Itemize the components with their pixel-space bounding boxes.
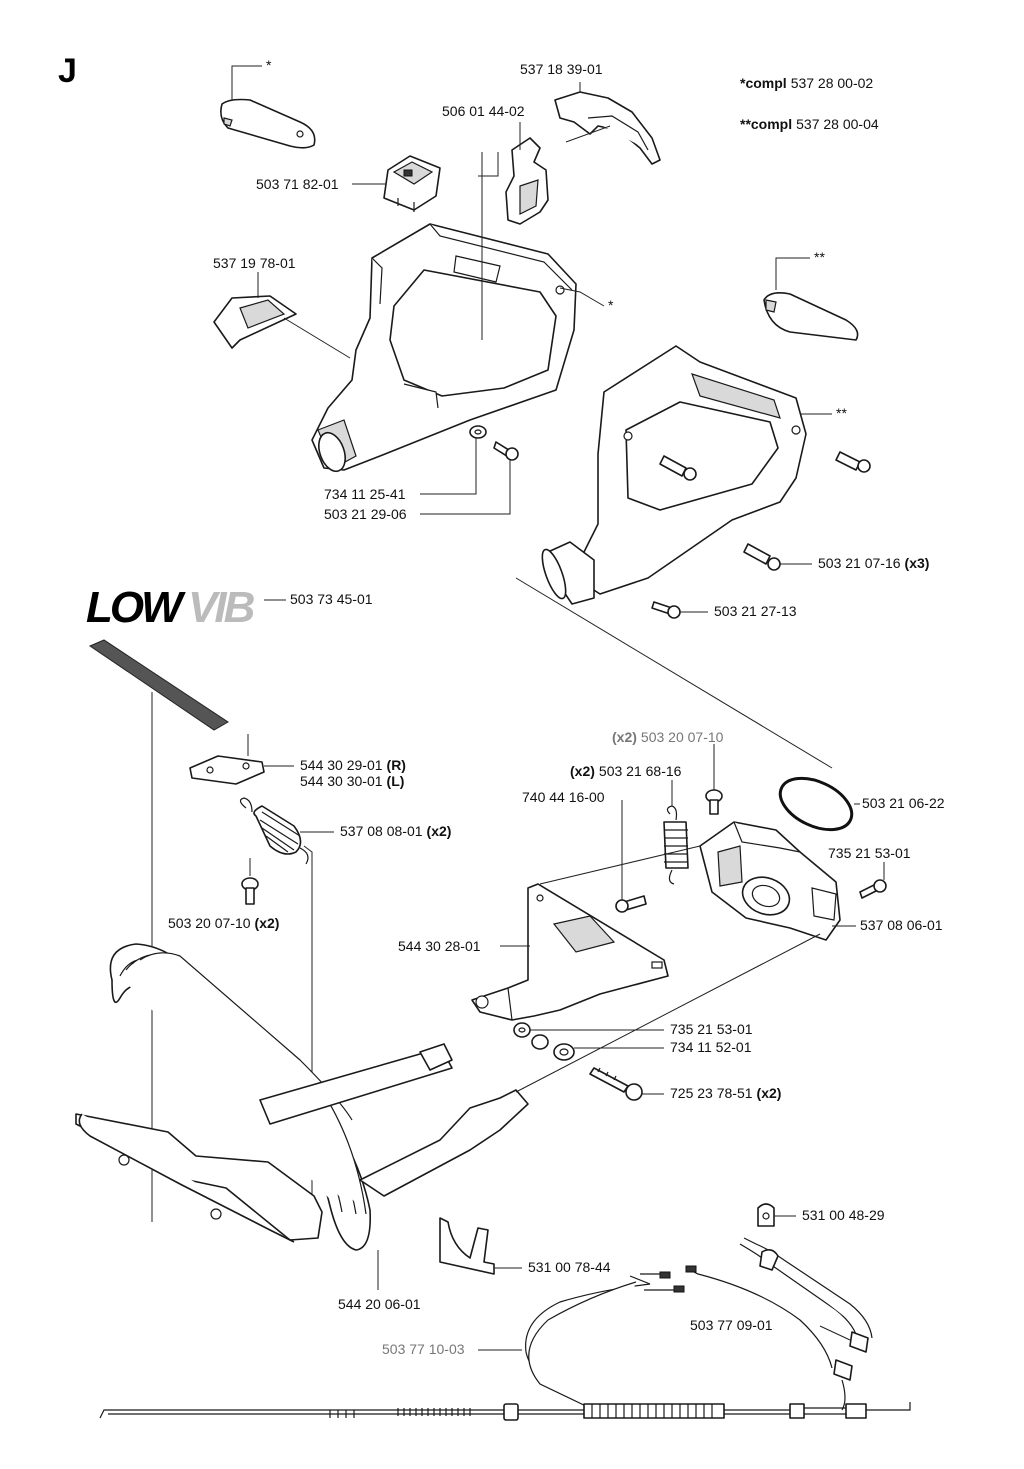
label-725-23-78-51: 725 23 78-51(x2) xyxy=(670,1085,781,1101)
bracket-plate-part xyxy=(189,755,265,785)
o-ring-part xyxy=(778,776,854,832)
label-537-08-07-01: (x2)503 21 68-16 xyxy=(570,763,682,779)
cable-tab-part xyxy=(757,1203,775,1227)
screw-503-21-06-22 xyxy=(859,879,887,899)
air-intake-part xyxy=(213,295,297,349)
bolt-725-23-78-51 xyxy=(589,1067,643,1101)
label-544-30-30-01: 544 30 30-01(L) xyxy=(300,773,404,789)
throttle-trigger-part xyxy=(505,137,549,225)
stop-switch-part xyxy=(383,155,441,212)
throttle-cable-part xyxy=(525,1271,685,1411)
callout-dstar-a: ** xyxy=(814,249,825,265)
label-503-21-07-16: 503 21 07-16(x3) xyxy=(818,555,929,571)
label-537-19-78-01: 537 19 78-01 xyxy=(213,255,296,271)
label-503-73-45-01: 503 73 45-01 xyxy=(290,591,373,607)
label-740-44-16-00: 503 21 06-22 xyxy=(862,795,945,811)
label-503-20-07-10-a: (x2)503 20 07-10 xyxy=(612,729,724,745)
label-503-77-10-03: 544 20 06-01 xyxy=(338,1296,421,1312)
screw-503-21-68-16 xyxy=(615,895,647,913)
washer-735-21-53-01 xyxy=(513,1022,531,1038)
damper-block-part xyxy=(699,821,841,941)
small-screw-center xyxy=(705,789,723,815)
label-531-00-78-44: 503 77 09-01 xyxy=(690,1317,773,1333)
label-503-20-07-10-b: 503 20 07-10(x2) xyxy=(168,915,279,931)
wiring-harness-part xyxy=(685,1237,873,1411)
label-503-21-29-06: 503 21 29-06 xyxy=(324,506,407,522)
logo-low: LOW xyxy=(86,583,186,632)
spring-left-part xyxy=(239,797,309,865)
label-734-11-52-01: 734 11 52-01 xyxy=(670,1039,752,1055)
washer-screw-part xyxy=(469,425,519,461)
label-544-30-29-01: 544 30 29-01(R) xyxy=(300,757,406,773)
small-screw-left xyxy=(241,877,259,905)
label-506-01-44-02: 506 01 44-02 xyxy=(442,103,525,119)
logo-vib: VIB xyxy=(188,583,255,632)
front-handle-part xyxy=(75,943,529,1251)
label-734-11-25-41: 734 11 25-41 xyxy=(324,486,406,502)
washer-734-11-52-01 xyxy=(531,1034,575,1061)
callout-star-a: * xyxy=(266,57,272,73)
label-544-30-28-01: 544 30 28-01 xyxy=(398,938,481,954)
label-503-21-27-13: 503 21 27-13 xyxy=(714,603,797,619)
handle-cap-dstar xyxy=(763,292,859,341)
cover-screw-left xyxy=(659,455,697,481)
handle-housing-part xyxy=(311,223,577,473)
handle-clip-part xyxy=(439,1217,495,1275)
label-503-21-06-22: 735 21 53-01 xyxy=(828,845,911,861)
label-503-21-68-16: 740 44 16-00 xyxy=(522,789,605,805)
throttle-lockout-part xyxy=(554,91,661,165)
spring-center-part xyxy=(663,805,689,885)
label-531-00-48-29: 531 00 48-29 xyxy=(802,1207,885,1223)
mount-bracket-part xyxy=(471,883,669,1021)
label-503-77-09-01: 531 00 78-44 xyxy=(528,1259,611,1275)
handle-cap-star xyxy=(220,98,316,149)
throttle-rod-part xyxy=(99,1402,911,1421)
handle-cover-part xyxy=(541,345,807,605)
callout-dstar-b: ** xyxy=(836,405,847,421)
callout-star-b: * xyxy=(608,297,614,313)
label-537-08-08-01: 537 08 08-01(x2) xyxy=(340,823,451,839)
label-537-18-39-01: 537 18 39-01 xyxy=(520,61,603,77)
section-letter: J xyxy=(58,52,77,90)
cover-screw-front xyxy=(651,601,681,619)
label-735-21-53-01: 735 21 53-01 xyxy=(670,1021,753,1037)
cover-screw-right xyxy=(835,451,871,473)
label-503-71-82-01: 503 71 82-01 xyxy=(256,176,339,192)
lowvib-logo: LOW VIB xyxy=(86,583,258,632)
cover-screw-bottom xyxy=(743,543,781,571)
label-537-08-06-01: 537 08 06-01 xyxy=(860,917,943,933)
label-544-20-06-01: 503 77 10-03 xyxy=(382,1341,465,1357)
decal-strip xyxy=(88,639,229,731)
